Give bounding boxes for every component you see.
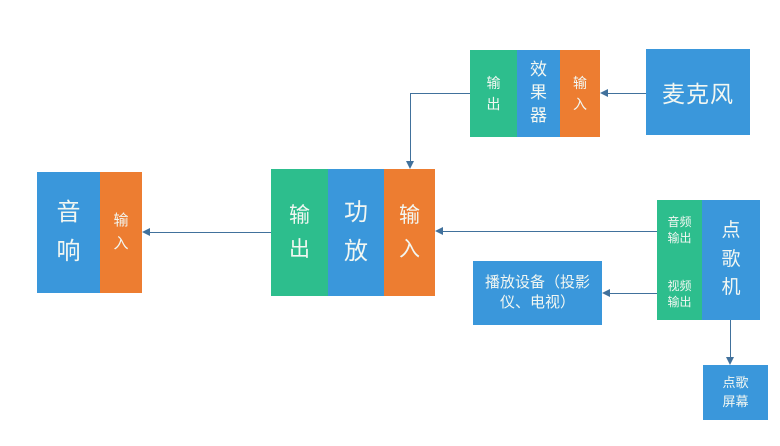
arrowhead-karaoke-video-to-display	[602, 289, 610, 297]
microphone-label: 麦克风	[646, 49, 750, 135]
karaoke-screen-label: 点歌 屏幕	[703, 365, 768, 420]
karaoke-machine-label: 点 歌 机	[702, 200, 760, 320]
effects-input-port: 输 入	[560, 50, 600, 137]
connector-amp-to-speaker	[149, 231, 271, 233]
amplifier-node: 输 出 功 放 输 入	[271, 169, 435, 296]
arrowhead-karaoke-audio-to-amp	[435, 227, 443, 235]
effects-output-port: 输 出	[470, 50, 517, 137]
connector-mic-to-effects	[607, 92, 646, 94]
connector-effects-to-amp-vertical	[409, 92, 411, 162]
connector-karaoke-video-to-display	[609, 292, 657, 294]
karaoke-screen-node: 点歌 屏幕	[703, 365, 768, 420]
display-device-node: 播放设备（投影 仪、电视）	[473, 261, 602, 325]
speaker-label: 音 响	[37, 172, 100, 293]
amplifier-output-port: 输 出	[271, 169, 328, 296]
speaker-input-port: 输 入	[100, 172, 142, 293]
amplifier-input-port: 输 入	[384, 169, 435, 296]
connector-karaoke-audio-to-amp	[442, 230, 657, 232]
arrowhead-karaoke-to-screen	[726, 357, 734, 365]
effects-unit-node: 输 出 效 果 器 输 入	[470, 50, 600, 137]
karaoke-machine-ports: 音频 输出 视频 输出	[657, 200, 702, 320]
audio-output-port: 音频 输出	[667, 215, 692, 246]
arrowhead-effects-to-amp	[406, 161, 414, 169]
microphone-node: 麦克风	[646, 49, 750, 135]
connector-karaoke-to-screen	[729, 320, 731, 358]
effects-unit-label: 效 果 器	[517, 50, 560, 137]
speaker-node: 音 响 输 入	[37, 172, 142, 293]
arrowhead-amp-to-speaker	[142, 228, 150, 236]
connector-effects-to-amp-horizontal	[410, 92, 470, 94]
arrowhead-mic-to-effects	[600, 89, 608, 97]
amplifier-label: 功 放	[328, 169, 384, 296]
video-output-port: 视频 输出	[667, 278, 692, 309]
karaoke-machine-node: 音频 输出 视频 输出 点 歌 机	[657, 200, 760, 320]
display-device-label: 播放设备（投影 仪、电视）	[473, 261, 602, 325]
